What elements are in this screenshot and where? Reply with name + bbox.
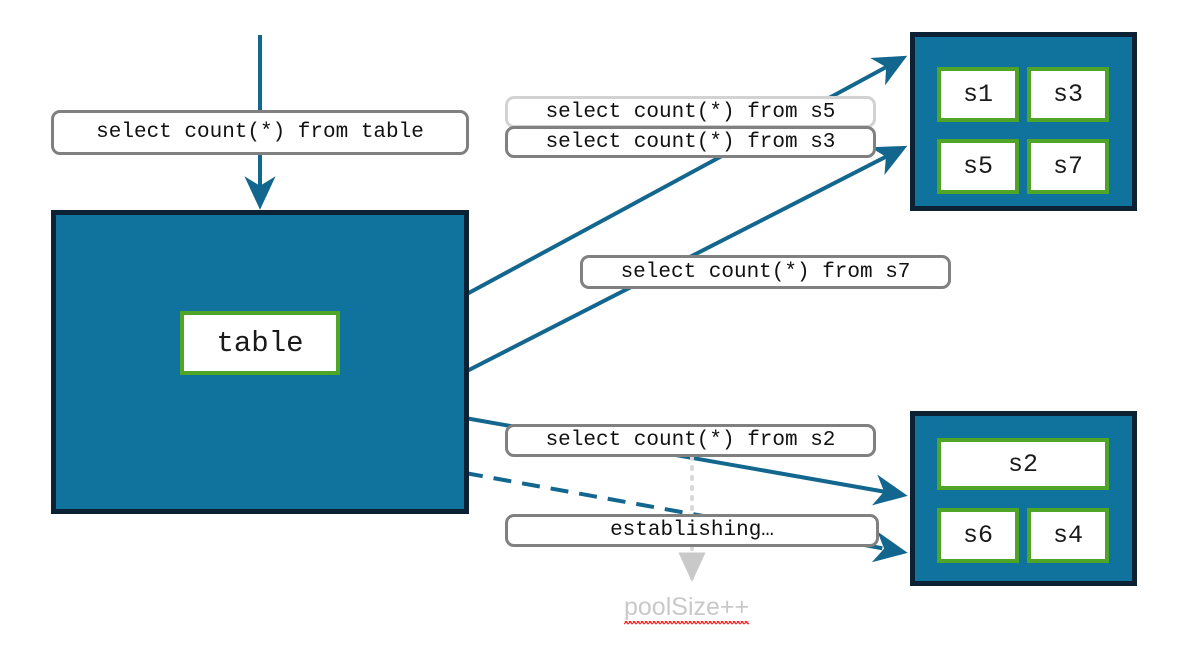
- slot-s5[interactable]: s5: [937, 139, 1019, 194]
- slot-s6[interactable]: s6: [937, 508, 1019, 563]
- label-establishing[interactable]: establishing…: [505, 514, 879, 547]
- slot-s1[interactable]: s1: [937, 67, 1019, 122]
- annotation-pool-size-text: poolSize++: [624, 593, 750, 625]
- slot-s3-label: s3: [1052, 80, 1083, 109]
- slot-s7[interactable]: s7: [1027, 139, 1109, 194]
- slot-s4[interactable]: s4: [1027, 508, 1109, 563]
- label-query-s5[interactable]: select count(*) from s5: [505, 96, 876, 128]
- label-query-s2-text: select count(*) from s2: [545, 429, 836, 452]
- slot-s3[interactable]: s3: [1027, 67, 1109, 122]
- label-source-query[interactable]: select count(*) from table: [51, 110, 469, 155]
- label-query-s2[interactable]: select count(*) from s2: [505, 424, 876, 457]
- annotation-pool-size: poolSize++: [624, 593, 750, 625]
- slot-s4-label: s4: [1052, 521, 1083, 550]
- label-query-s3-text: select count(*) from s3: [545, 130, 836, 154]
- label-query-s7-text: select count(*) from s7: [620, 260, 911, 284]
- slot-s2[interactable]: s2: [937, 438, 1109, 490]
- label-source-query-text: select count(*) from table: [96, 121, 424, 144]
- slot-s5-label: s5: [962, 152, 993, 181]
- slot-s7-label: s7: [1052, 152, 1083, 181]
- slot-s2-label: s2: [1007, 449, 1038, 479]
- slot-table[interactable]: table: [180, 311, 340, 375]
- label-query-s3[interactable]: select count(*) from s3: [505, 126, 876, 158]
- slot-s1-label: s1: [962, 80, 993, 109]
- label-query-s5-text: select count(*) from s5: [545, 100, 836, 124]
- label-query-s7[interactable]: select count(*) from s7: [580, 255, 951, 289]
- slot-s6-label: s6: [962, 521, 993, 550]
- label-establishing-text: establishing…: [610, 519, 774, 542]
- slot-table-label: table: [216, 326, 304, 360]
